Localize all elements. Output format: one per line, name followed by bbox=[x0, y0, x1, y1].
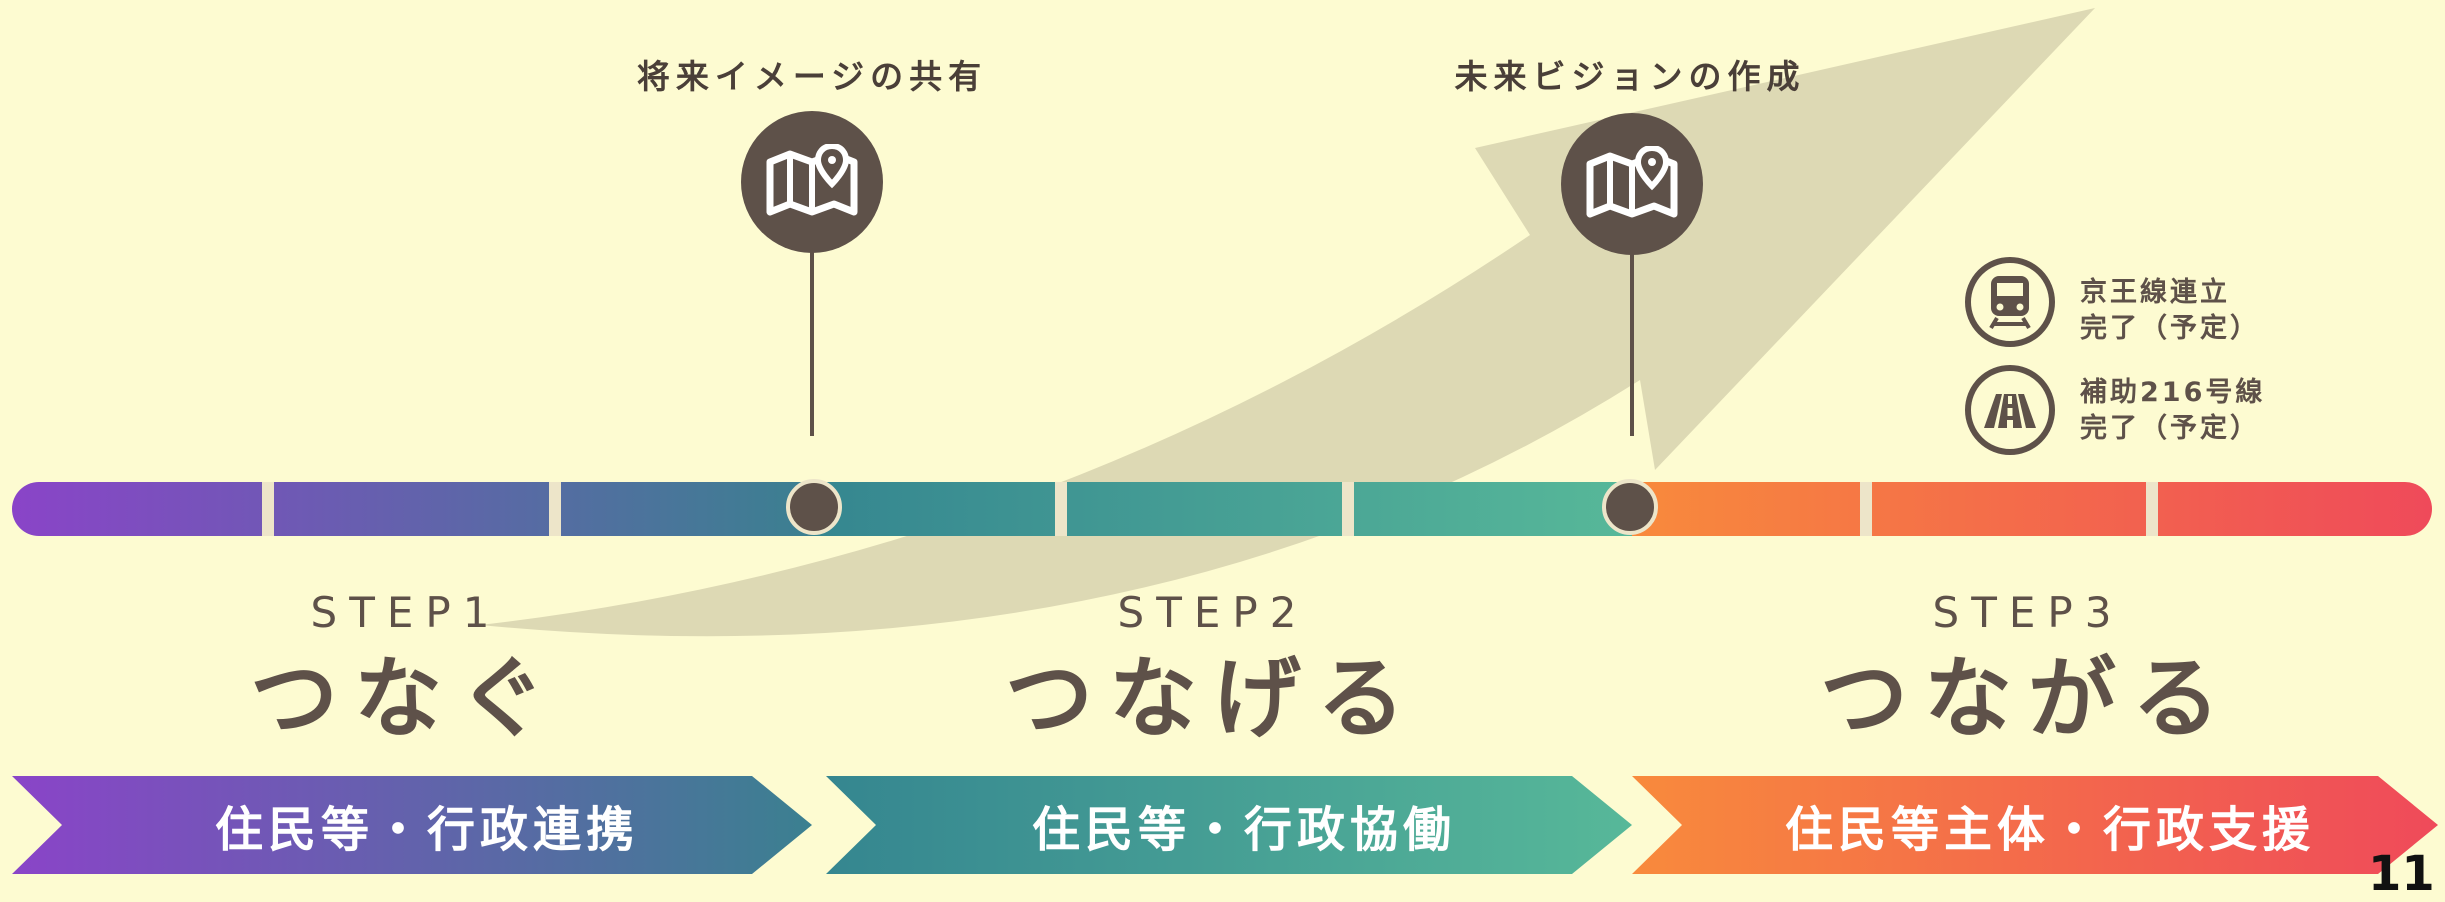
event-text-road216: 補助216号線 完了（予定） bbox=[2080, 375, 2265, 447]
train-icon bbox=[1989, 276, 2031, 330]
growth-arrow-shape bbox=[480, 8, 2095, 637]
timeline-divider bbox=[2146, 482, 2158, 536]
road-icon bbox=[1984, 394, 2036, 428]
step-label-3: STEP3 bbox=[1932, 588, 2124, 637]
event-line-status: 完了（予定） bbox=[2080, 313, 2260, 344]
event-text-keio: 京王線連立 完了（予定） bbox=[2080, 275, 2260, 347]
event-line-title: 京王線連立 bbox=[2080, 277, 2230, 308]
phase-chevron-3: 住民等主体・行政支援 bbox=[1632, 776, 2438, 874]
phase-label-2: 住民等・行政協働 bbox=[1031, 802, 1456, 858]
step-label-1: STEP1 bbox=[310, 588, 502, 637]
event-icon-road bbox=[1965, 365, 2055, 455]
map-pin-icon bbox=[1586, 146, 1678, 218]
phase-chevron-2: 住民等・行政協働 bbox=[826, 776, 1632, 874]
timeline-segment-step2 bbox=[812, 482, 1632, 536]
timeline-divider bbox=[1860, 482, 1872, 536]
event-icon-train bbox=[1965, 257, 2055, 347]
event-line-status: 完了（予定） bbox=[2080, 413, 2260, 444]
phase-label-1: 住民等・行政連携 bbox=[214, 802, 639, 858]
milestone-pin-1 bbox=[741, 111, 883, 253]
page-number: 11 bbox=[2368, 846, 2435, 902]
timeline-divider bbox=[1055, 482, 1067, 536]
phase-chevron-1: 住民等・行政連携 bbox=[12, 776, 812, 874]
timeline-segment-step1 bbox=[12, 482, 812, 536]
map-pin-icon bbox=[766, 144, 858, 216]
step-title-3: つながる bbox=[1819, 647, 2237, 750]
milestone-label-vision-creation: 未来ビジョンの作成 bbox=[1454, 57, 1806, 96]
milestone-pin-2 bbox=[1561, 113, 1703, 255]
event-line-title: 補助216号線 bbox=[2080, 377, 2266, 408]
timeline-divider bbox=[262, 482, 274, 536]
milestone-stem-1 bbox=[810, 252, 814, 436]
timeline-segment-step3 bbox=[1632, 482, 2432, 536]
milestone-stem-2 bbox=[1630, 254, 1634, 436]
timeline-divider bbox=[1342, 482, 1354, 536]
step-title-2: つなげる bbox=[1004, 647, 1422, 750]
milestone-label-image-sharing: 将来イメージの共有 bbox=[636, 57, 988, 96]
phase-label-3: 住民等主体・行政支援 bbox=[1784, 802, 2315, 858]
step-title-1: つなぐ bbox=[249, 647, 563, 750]
step-label-2: STEP2 bbox=[1117, 588, 1309, 637]
timeline-divider bbox=[549, 482, 561, 536]
timeline-node-1 bbox=[786, 479, 842, 535]
timeline-node-2 bbox=[1602, 479, 1658, 535]
